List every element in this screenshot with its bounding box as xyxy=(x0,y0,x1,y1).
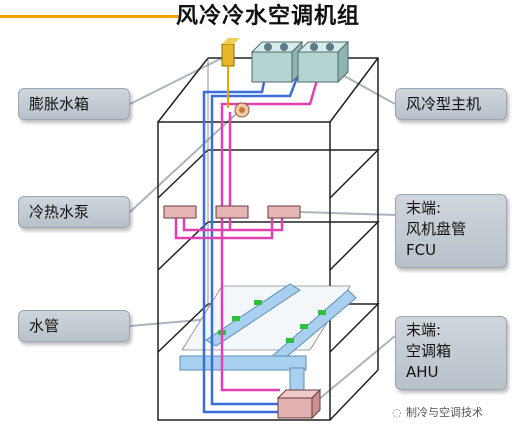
pump-icon xyxy=(234,102,250,118)
label-fcu-line2: 风机盘管 xyxy=(406,220,467,238)
label-ahu-line1: 末端: xyxy=(406,321,442,339)
callout-ahu xyxy=(317,335,396,401)
label-fcu-line3: FCU xyxy=(406,241,437,259)
watermark-text: 制冷与空调技术 xyxy=(406,406,483,419)
label-expansion-tank: 膨胀水箱 xyxy=(18,88,130,120)
label-expansion-tank-text: 膨胀水箱 xyxy=(29,95,90,113)
label-ahu-line2: 空调箱 xyxy=(406,342,452,360)
watermark: ◌ 制冷与空调技术 xyxy=(392,403,528,423)
chiller-unit-icons xyxy=(250,40,350,84)
label-ahu: 末端: 空调箱 AHU xyxy=(395,316,507,390)
callout-pump xyxy=(129,113,237,213)
callout-tank xyxy=(129,57,223,105)
label-chiller-text: 风冷型主机 xyxy=(406,95,482,113)
label-pump-text: 冷热水泵 xyxy=(29,203,90,221)
ahu-unit-icon xyxy=(276,388,322,420)
label-water-pipe-text: 水管 xyxy=(29,317,60,335)
label-fcu-line1: 末端: xyxy=(406,199,442,217)
label-water-pipe: 水管 xyxy=(18,310,130,342)
building-frame xyxy=(157,57,380,421)
label-fcu: 末端: 风机盘管 FCU xyxy=(395,194,507,268)
wechat-icon: ◌ xyxy=(392,406,402,419)
header-accent-line xyxy=(0,15,180,18)
callout-fcu xyxy=(299,211,396,216)
supply-pipe xyxy=(202,69,302,414)
label-chiller: 风冷型主机 xyxy=(395,88,507,120)
expansion-tank-icon xyxy=(221,38,240,108)
label-ahu-line3: AHU xyxy=(406,363,439,381)
duct-main xyxy=(179,355,307,371)
fan-coil-unit-icons xyxy=(163,205,301,219)
label-pump: 冷热水泵 xyxy=(18,196,130,228)
diagram-title: 风冷冷水空调机组 xyxy=(176,4,361,29)
